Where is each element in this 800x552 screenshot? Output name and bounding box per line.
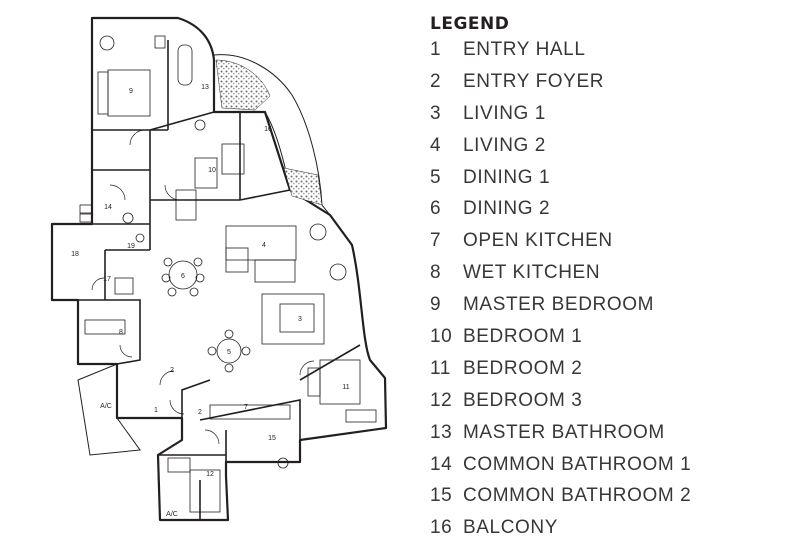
room-number-15: 15 — [268, 435, 276, 442]
legend-item-label: BALCONY — [463, 517, 559, 539]
legend-item: 12 BEDROOM 3 — [430, 390, 790, 422]
legend-item-number: 3 — [430, 102, 442, 124]
legend-item: 9 MASTER BEDROOM — [430, 294, 790, 326]
ac-label-upper: A/C — [100, 403, 112, 410]
legend-item: 14 COMMON BATHROOM 1 — [430, 454, 790, 486]
interior-walls — [78, 40, 361, 520]
legend-item: 11 BEDROOM 2 — [430, 358, 790, 390]
ac-ledges — [77, 363, 161, 521]
room-number-13: 13 — [201, 84, 209, 91]
room-number-4: 4 — [262, 242, 266, 249]
room-number-14: 14 — [104, 204, 112, 211]
legend-item: 7 OPEN KITCHEN — [430, 230, 790, 262]
legend-item-number: 4 — [430, 134, 442, 156]
legend-item-label: BEDROOM 2 — [463, 357, 583, 379]
legend-item: 8 WET KITCHEN — [430, 262, 790, 294]
legend-item-label: LIVING 2 — [463, 134, 546, 156]
legend-item-number: 16 — [430, 517, 453, 539]
legend-item: 3 LIVING 1 — [430, 103, 790, 135]
floor-plan: 1 2 2 3 4 5 6 7 8 9 10 11 12 13 14 15 16… — [50, 16, 388, 522]
legend-item-number: 7 — [430, 230, 442, 252]
legend-item: 2 ENTRY FOYER — [430, 71, 790, 103]
room-number-9: 9 — [129, 88, 133, 95]
legend-item-label: WET KITCHEN — [463, 262, 601, 284]
outer-walls — [50, 16, 388, 522]
legend-title: LEGEND — [430, 14, 510, 34]
room-number-11: 11 — [342, 384, 349, 391]
room-number-17: 17 — [103, 276, 111, 283]
room-number-18: 18 — [71, 251, 79, 258]
legend-item-label: BEDROOM 3 — [463, 389, 583, 411]
legend-item-number: 6 — [430, 198, 442, 220]
legend-item-number: 5 — [430, 166, 442, 188]
legend-item-label: MASTER BEDROOM — [463, 294, 655, 316]
legend-item-label: COMMON BATHROOM 2 — [463, 485, 692, 507]
room-number-3: 3 — [298, 316, 302, 323]
legend-item-number: 15 — [430, 485, 453, 507]
room-number-12: 12 — [206, 471, 214, 478]
legend-item-number: 2 — [430, 70, 442, 92]
room-number-6: 6 — [181, 273, 185, 280]
room-number-2b: 2 — [198, 409, 202, 416]
legend-item-label: ENTRY FOYER — [463, 70, 605, 92]
room-number-16: 16 — [264, 126, 272, 133]
ac-label-lower: A/C — [166, 511, 178, 518]
room-number-1: 1 — [154, 407, 158, 414]
legend-item-number: 1 — [430, 39, 442, 60]
legend-item: 4 LIVING 2 — [430, 135, 790, 167]
room-number-2a: 2 — [170, 367, 174, 374]
planter-areas — [215, 59, 323, 206]
legend-item-number: 11 — [430, 357, 451, 379]
legend-item: 6 DINING 2 — [430, 198, 790, 230]
legend-item-label: COMMON BATHROOM 1 — [463, 453, 692, 475]
legend-item-label: MASTER BATHROOM — [463, 421, 665, 443]
legend-list: 1 ENTRY HALL 2 ENTRY FOYER 3 LIVING 1 4 LIVI… — [430, 39, 790, 549]
door-swings — [91, 129, 315, 445]
room-number-labels: 1 2 2 3 4 5 6 7 8 9 10 11 12 13 14 15 16… — [71, 84, 350, 518]
legend-item: 15 COMMON BATHROOM 2 — [430, 485, 790, 517]
legend-item-label: DINING 2 — [463, 198, 551, 220]
legend-item: 16 BALCONY — [430, 517, 790, 549]
room-number-19: 19 — [127, 243, 135, 250]
legend-item-label: OPEN KITCHEN — [463, 230, 613, 252]
furniture — [79, 35, 377, 513]
legend-item: 5 DINING 1 — [430, 167, 790, 199]
room-number-8: 8 — [119, 329, 123, 336]
legend-item-number: 9 — [430, 294, 442, 316]
legend-item-label: ENTRY HALL — [463, 39, 586, 60]
legend-item-label: BEDROOM 1 — [463, 326, 583, 348]
legend-item-number: 14 — [430, 453, 453, 475]
legend-item-label: DINING 1 — [463, 166, 551, 188]
legend-item: 1 ENTRY HALL — [430, 39, 790, 71]
room-number-5: 5 — [227, 349, 231, 356]
legend-item-number: 13 — [430, 421, 453, 443]
room-number-7: 7 — [244, 404, 248, 411]
room-number-10: 10 — [208, 167, 216, 174]
legend-item: 10 BEDROOM 1 — [430, 326, 790, 358]
legend-item-number: 12 — [430, 389, 453, 411]
legend-item: 13 MASTER BATHROOM — [430, 422, 790, 454]
legend-item-number: 10 — [430, 326, 453, 348]
legend-item-label: LIVING 1 — [463, 102, 546, 124]
legend-item-number: 8 — [430, 262, 442, 284]
